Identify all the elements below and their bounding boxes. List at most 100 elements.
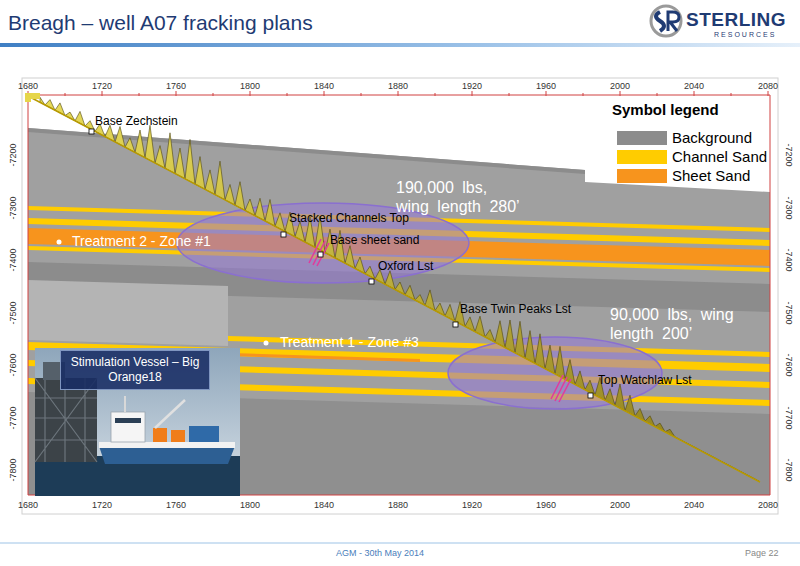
axis-tick-label: -7800 <box>784 458 794 481</box>
axis-tick-label: -7800 <box>8 458 18 481</box>
horizon-marker <box>453 322 458 327</box>
axis-tick-label: -7300 <box>8 196 18 219</box>
treatment-note: 190,000 lbs, wing length 280’ <box>396 178 522 216</box>
platform <box>35 378 97 462</box>
logo-r <box>668 12 679 31</box>
blue-container <box>189 426 219 442</box>
geology-layers <box>28 95 770 495</box>
axis-tick-label: 1880 <box>388 81 408 91</box>
axis-tick-label: 1720 <box>92 500 112 510</box>
vessel-hull <box>99 446 235 464</box>
axis-tick-label: -7500 <box>8 301 18 324</box>
logo-s <box>656 12 664 31</box>
treatment-label: Treatment 1 - Zone #3 <box>280 334 419 350</box>
vessel-mast <box>124 396 126 412</box>
axis-tick-label: 1960 <box>536 500 556 510</box>
legend-swatch <box>617 131 667 145</box>
axis-tick-label: 1960 <box>536 81 556 91</box>
company-name: STERLING <box>686 9 786 31</box>
axis-tick-label: 2000 <box>610 500 630 510</box>
vessel-deck <box>99 442 235 448</box>
axis-tick-label: -7400 <box>8 248 18 271</box>
axis-tick-label: 2000 <box>610 81 630 91</box>
orange-tank <box>153 428 167 442</box>
axis-tick-label: 1920 <box>462 81 482 91</box>
horizon-marker <box>318 252 323 257</box>
axis-tick-label: -7300 <box>784 196 794 219</box>
slide-title: Breagh – well A07 fracking plans <box>8 11 313 35</box>
legend-swatch <box>617 150 667 164</box>
horizon-marker <box>369 279 374 284</box>
vessel-bridge <box>111 412 145 442</box>
axis-tick-label: -7400 <box>784 248 794 271</box>
caption-box: Stimulation Vessel – Big Orange18 <box>60 350 210 390</box>
axis-tick-label: 1840 <box>314 500 334 510</box>
axis-tick-label: -7700 <box>8 406 18 429</box>
horizon-label: Base Zechstein <box>95 114 178 128</box>
frac-wing <box>309 239 329 266</box>
platform-lattice <box>35 378 97 462</box>
legend-title: Symbol legend <box>612 101 719 118</box>
axis-tick-label: -7700 <box>784 406 794 429</box>
axis-tick-label: 2040 <box>684 81 704 91</box>
axis-tick-label: -7200 <box>784 143 794 166</box>
axis-tick-label: 1800 <box>240 81 260 91</box>
orange-tank <box>171 430 185 442</box>
bullet <box>264 341 269 346</box>
legend-swatch <box>617 169 667 183</box>
axis-tick-label: 1720 <box>92 81 112 91</box>
vessel-crane <box>155 400 185 428</box>
frac-wing <box>551 375 571 402</box>
bullet <box>57 240 62 245</box>
header-rule <box>0 43 800 47</box>
vessel-photo <box>35 348 240 496</box>
axis-tick-label: -7200 <box>8 143 18 166</box>
axis-tick-label: 1840 <box>314 81 334 91</box>
top-axis-ticks <box>28 91 770 96</box>
horizon-marker <box>89 129 94 134</box>
axis-tick-label: -7600 <box>8 353 18 376</box>
treatment-note: 90,000 lbs, wing length 200’ <box>610 305 736 343</box>
frac-lines <box>551 375 571 402</box>
plot-border <box>28 95 770 495</box>
axis-line <box>28 95 770 96</box>
horizon-label: Oxford Lst <box>378 259 433 273</box>
axis-tick-label: 1880 <box>388 500 408 510</box>
footer-text: AGM - 30th May 2014 <box>336 548 424 558</box>
bridge-windows <box>115 418 141 423</box>
axis-tick-label: 1800 <box>240 500 260 510</box>
axis-tick-label: 2040 <box>684 500 704 510</box>
legend-text: Channel Sand <box>672 148 767 165</box>
treatment-label: Treatment 2 - Zone #1 <box>72 233 211 249</box>
photo-sky <box>35 348 240 496</box>
axis-tick-label: 1760 <box>166 500 186 510</box>
horizon-label: Base Twin Peaks Lst <box>460 302 571 316</box>
caption-text: Stimulation Vessel – Big Orange18 <box>69 355 201 385</box>
horizon-marker <box>588 393 593 398</box>
axis-tick-label: -7600 <box>784 353 794 376</box>
horizon-label: Base sheet sand <box>330 233 419 247</box>
log-start <box>28 96 40 102</box>
horizon-label: Stacked Channels Top <box>289 211 409 225</box>
logo-ring <box>651 6 681 36</box>
legend-text: Background <box>672 129 752 146</box>
company-logo-icon <box>651 6 681 36</box>
background-layer <box>28 95 770 495</box>
axis-tick-label: 2080 <box>758 81 778 91</box>
company-subname: RESOURCES <box>714 31 776 38</box>
fault-block <box>28 280 228 346</box>
chart-frame <box>22 78 778 514</box>
well-path <box>28 96 760 482</box>
page-number: Page 22 <box>745 548 779 558</box>
axis-tick-label: 1680 <box>18 500 38 510</box>
legend-text: Sheet Sand <box>672 167 750 184</box>
footer-rule <box>0 543 800 544</box>
horizon-marker <box>281 232 286 237</box>
frac-lines <box>309 239 329 266</box>
axis-tick-label: 1680 <box>18 81 38 91</box>
axis-tick-label: -7500 <box>784 301 794 324</box>
horizon-label: Top Watchlaw Lst <box>598 373 692 387</box>
axis-tick-label: 2080 <box>758 500 778 510</box>
axis-tick-label: 1760 <box>166 81 186 91</box>
